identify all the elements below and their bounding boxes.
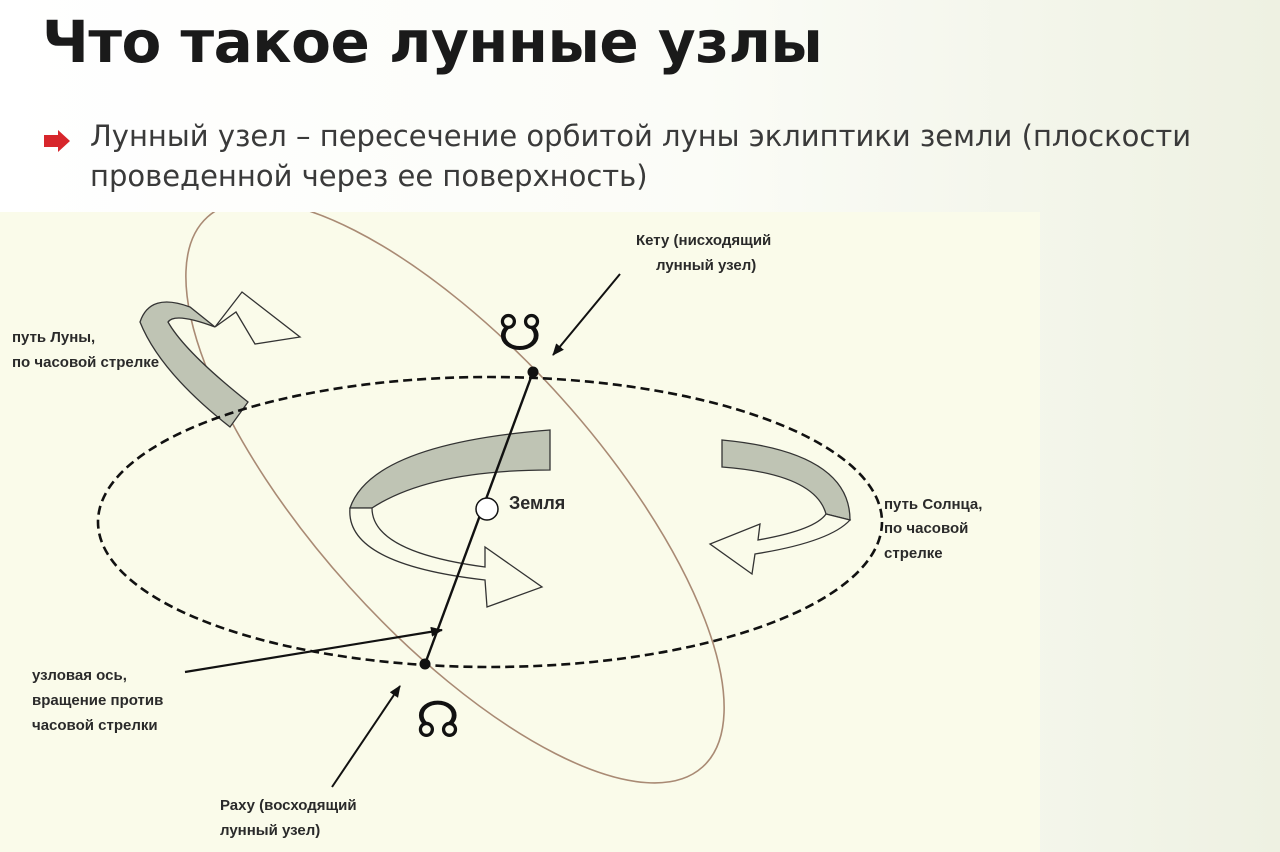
axis-label-line-3: часовой стрелки	[32, 717, 158, 734]
rahu-symbol: ☊	[416, 691, 460, 749]
slide-title: Что такое лунные узлы	[42, 8, 823, 76]
ketu-symbol: ☋	[498, 304, 542, 362]
lunar-nodes-diagram: Земля ☋ ☊ Кету (нисходящий лунный узел) …	[0, 212, 1040, 852]
ketu-node-point	[527, 366, 539, 378]
moon-path-label-line-1: путь Луны,	[12, 329, 95, 346]
rahu-node-point	[419, 658, 431, 670]
moon-path-ribbon	[139, 291, 302, 428]
moon-path-label-line-2: по часовой стрелке	[12, 354, 159, 371]
sun-path-label-line-1: путь Солнца,	[884, 496, 982, 513]
moon-path-label: путь Луны, по часовой стрелке	[12, 329, 159, 371]
moon-orbit	[185, 212, 725, 784]
sun-path-ribbon	[708, 439, 852, 576]
sun-path-label-line-3: стрелке	[884, 545, 943, 562]
ketu-label-line-1: Кету (нисходящий	[636, 232, 771, 249]
rahu-label-line-1: Раху (восходящий	[220, 797, 357, 814]
sun-path-label: путь Солнца, по часовой стрелке	[884, 496, 987, 562]
axis-pointer-arrow	[184, 626, 443, 674]
ecliptic-orbit	[96, 375, 884, 669]
ketu-label: Кету (нисходящий лунный узел)	[636, 232, 775, 274]
bullet-item: Лунный узел – пересечение орбитой луны э…	[44, 116, 1264, 196]
axis-label-line-2: вращение против	[32, 692, 163, 709]
sun-path-label-line-2: по часовой	[884, 520, 968, 537]
rahu-label-line-2: лунный узел)	[220, 822, 320, 839]
earth-circle	[475, 497, 499, 521]
diagram-canvas: Земля ☋ ☊ Кету (нисходящий лунный узел) …	[12, 212, 987, 839]
bullet-text: Лунный узел – пересечение орбитой луны э…	[90, 119, 1192, 193]
rahu-label: Раху (восходящий лунный узел)	[220, 797, 361, 839]
ketu-label-line-2: лунный узел)	[656, 257, 756, 274]
axis-label-line-1: узловая ось,	[32, 667, 127, 684]
arrow-bullet-icon	[44, 130, 70, 152]
earth-label: Земля	[509, 493, 565, 513]
rahu-pointer-arrow	[331, 685, 401, 788]
ketu-pointer-arrow	[552, 273, 621, 356]
center-rotation-ribbon	[349, 429, 551, 608]
nodal-axis	[423, 371, 535, 665]
axis-label: узловая ось, вращение против часовой стр…	[32, 667, 168, 734]
